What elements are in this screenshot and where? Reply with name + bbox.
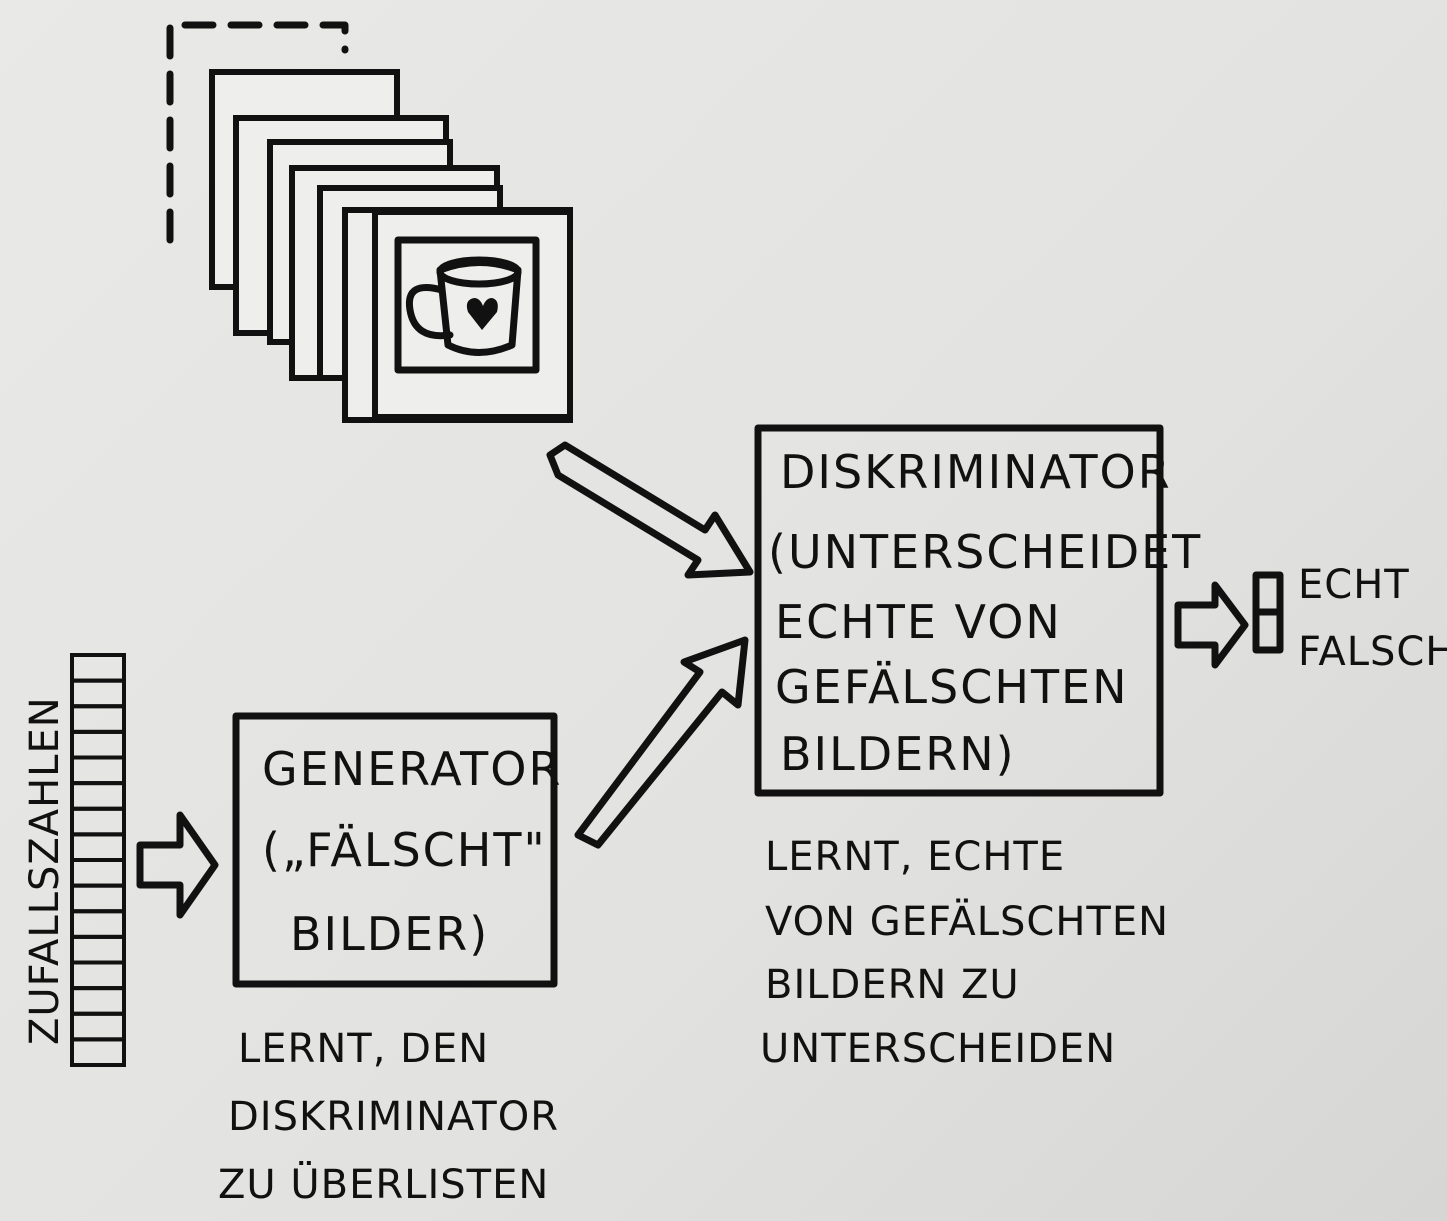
noise-cell [70,729,126,760]
caption-line: LERNT, DEN [238,1026,489,1072]
noise-cell [70,704,126,734]
caption-line: LERNT, ECHTE [765,834,1065,880]
generator-title: GENERATOR [262,742,562,796]
generator-caption: LERNT, DEN DISKRIMINATOR ZU ÜBERLISTEN [218,1026,559,1208]
noise-cell [70,678,126,709]
noise-cell [70,986,126,1016]
discriminator-line: BILDERN) [780,727,1016,781]
discriminator-caption: LERNT, ECHTE VON GEFÄLSCHTEN BILDERN ZU … [760,834,1169,1072]
output-indicator [1252,571,1284,654]
noise-cell [70,653,126,683]
noise-cell [70,755,126,786]
mug-heart-icon [405,256,522,356]
output-fake-label: FALSCH [1298,629,1447,675]
generator-line: („FÄLSCHT" [262,823,547,877]
noise-cell [70,909,126,939]
noise-cell [70,806,126,837]
noise-cell [70,934,126,965]
noise-cell [70,781,126,811]
discriminator-line: ECHTE VON [775,595,1062,649]
arrow-noise-to-generator [136,811,219,919]
caption-line: UNTERSCHEIDEN [760,1026,1116,1072]
arrow-generator-to-discriminator [574,636,749,849]
discriminator-line: GEFÄLSCHTEN [775,660,1129,714]
noise-cell [70,858,126,888]
arrow-to-output [1174,581,1249,669]
arrow-real-to-discriminator [546,441,754,579]
noise-label: ZUFALLSZAHLEN [22,696,68,1045]
discriminator-title: DISKRIMINATOR [780,445,1172,499]
caption-line: ZU ÜBERLISTEN [218,1160,549,1208]
dashed-image-frame [166,21,349,244]
discriminator-line: (UNTERSCHEIDET [768,525,1202,579]
output-real-label: ECHT [1298,562,1410,608]
noise-cell [70,960,126,991]
caption-line: VON GEFÄLSCHTEN [765,897,1169,945]
discriminator-text: DISKRIMINATOR (UNTERSCHEIDET ECHTE VON G… [768,445,1202,781]
noise-vector [70,653,126,1067]
caption-line: DISKRIMINATOR [228,1094,559,1140]
discriminator-box [754,424,1164,797]
caption-line: BILDERN ZU [765,962,1020,1008]
noise-cell [70,883,126,914]
image-inner-frame [394,236,540,374]
generator-box [232,712,558,988]
noise-cell [70,832,126,862]
generator-line: BILDER) [290,907,489,961]
noise-cell [70,1037,126,1067]
noise-cell [70,1011,126,1042]
real-images-stack [166,21,573,423]
